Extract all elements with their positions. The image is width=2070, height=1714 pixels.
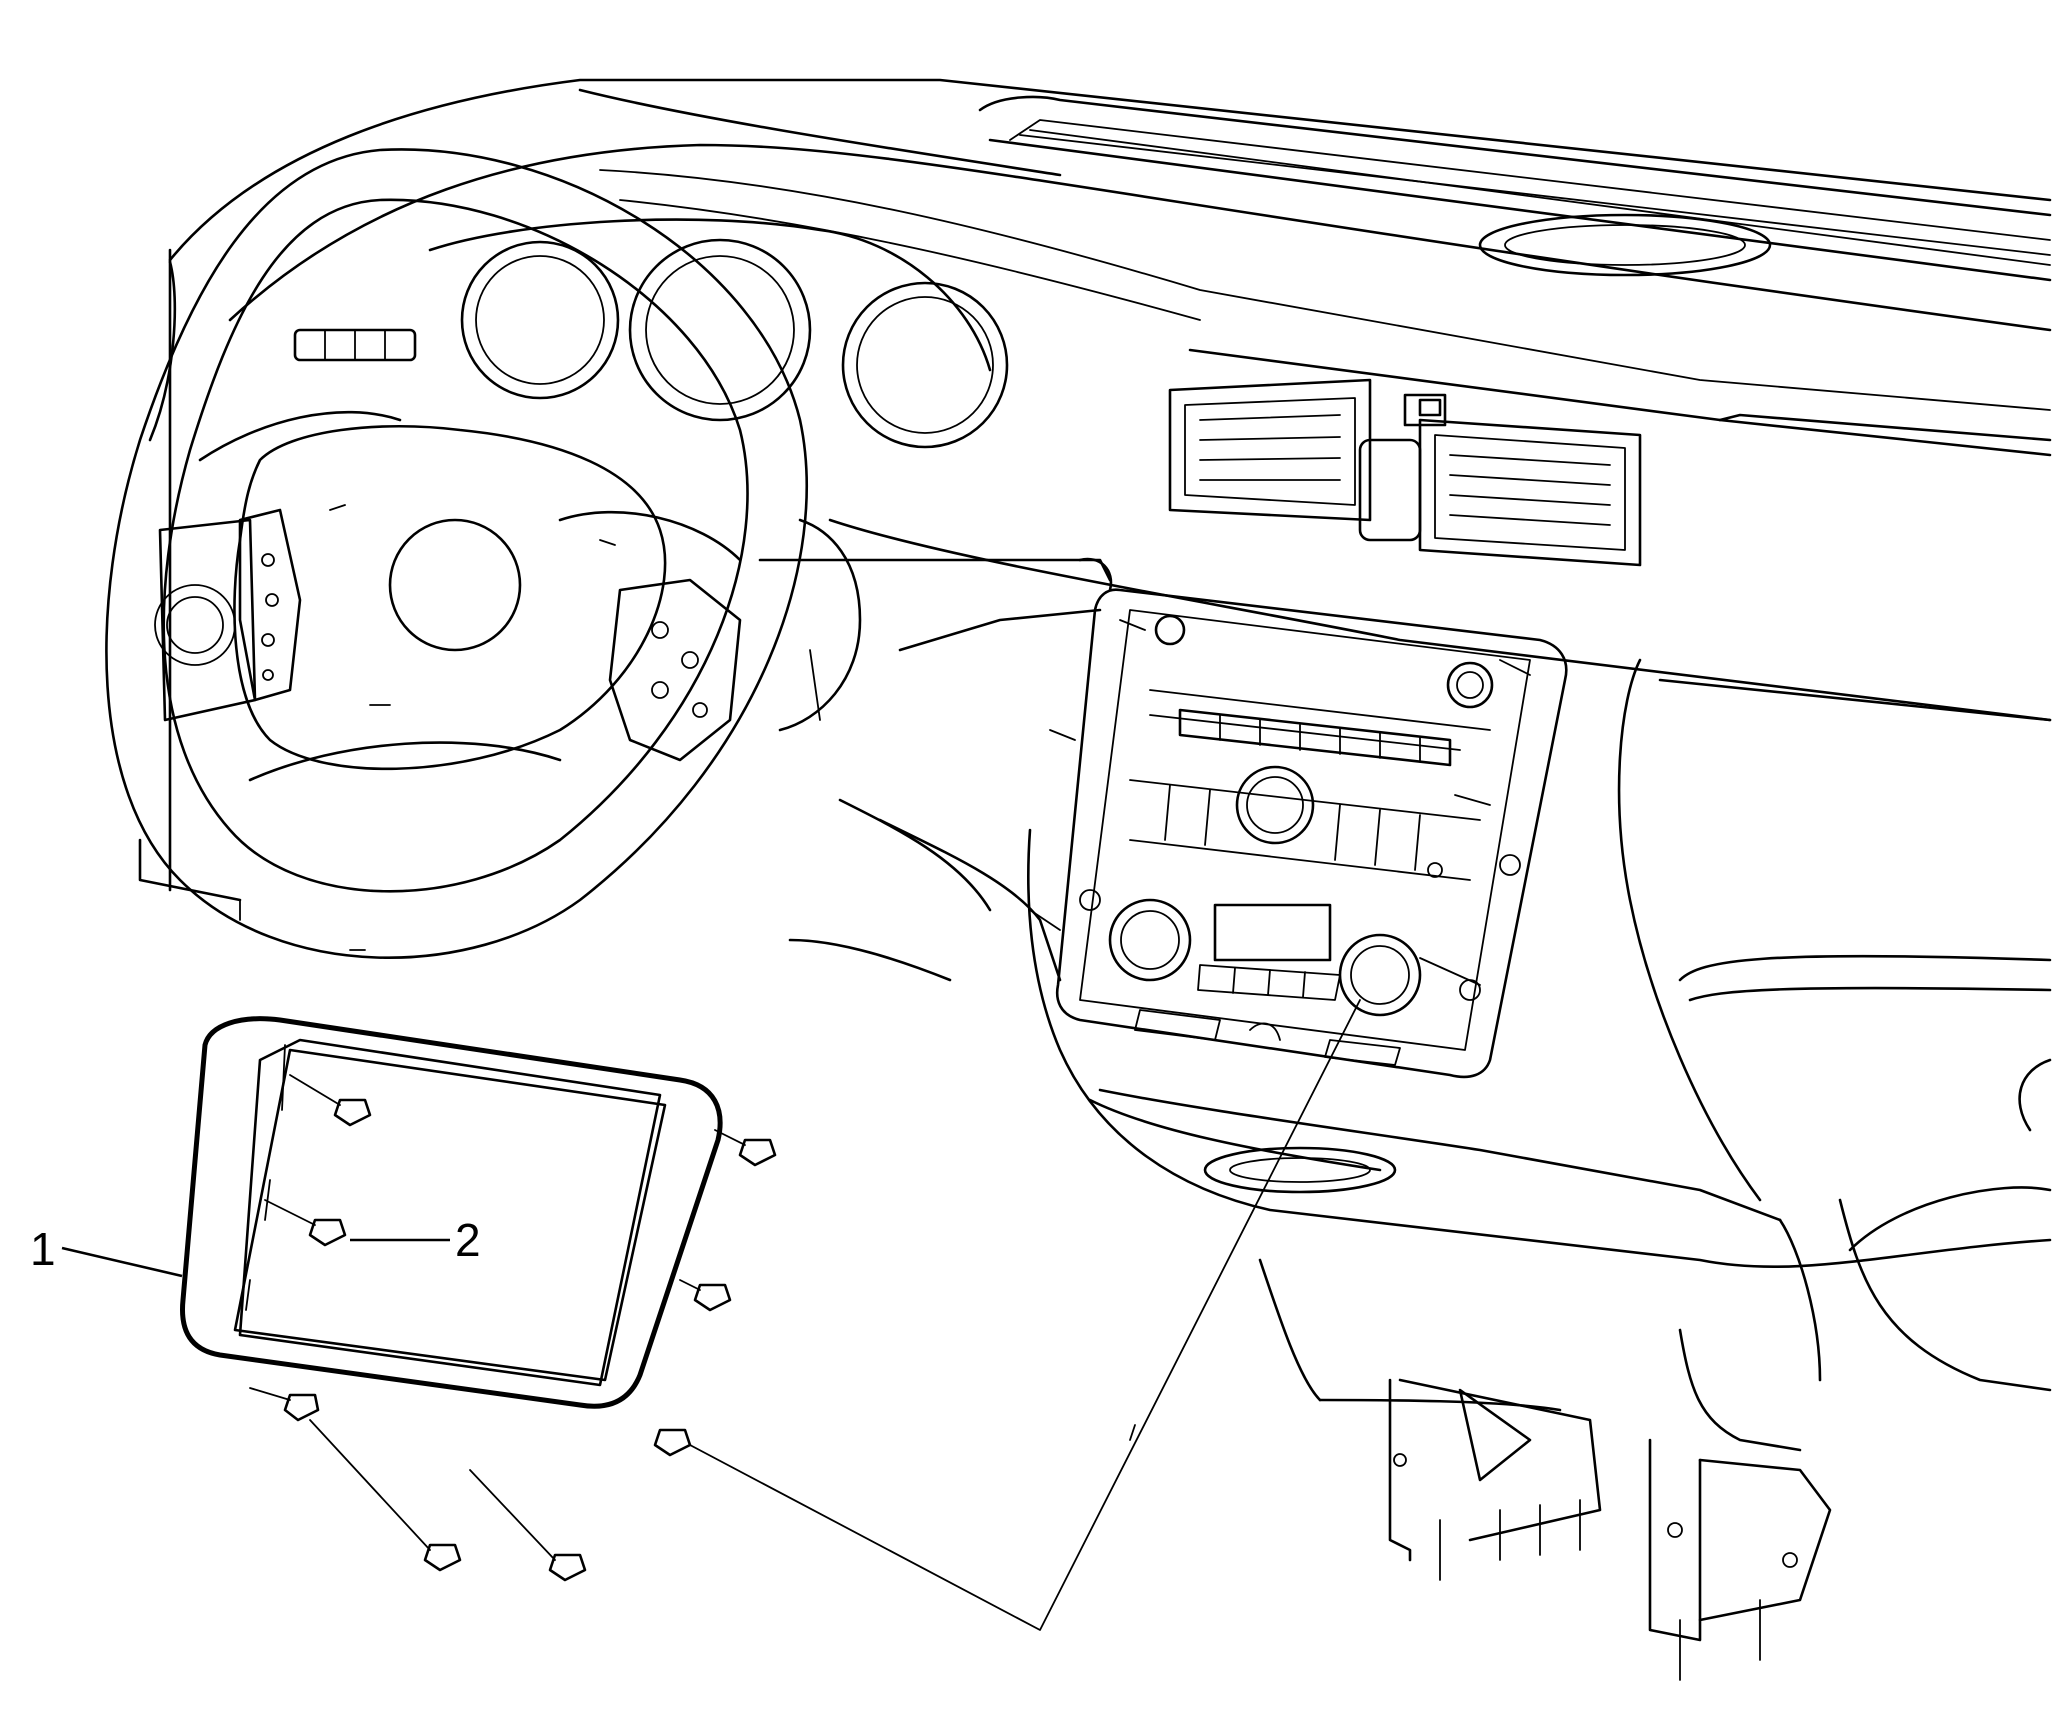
instrument-panel-upper	[148, 78, 2052, 722]
headlamp-switch	[154, 518, 257, 722]
radio-and-climate-controls	[1055, 588, 1568, 1079]
left-steering-controls	[238, 508, 302, 702]
instrument-panel-lower	[1027, 658, 2052, 1452]
clip	[264, 1199, 347, 1247]
clip	[653, 1428, 692, 1457]
steering-wheel	[105, 148, 808, 959]
clip	[289, 1074, 372, 1127]
callout-1-label: 1	[30, 1223, 56, 1275]
callout-2: 2	[350, 1214, 481, 1266]
clip	[679, 1279, 732, 1312]
clip	[469, 1469, 587, 1582]
clip	[249, 1387, 320, 1422]
retaining-clips	[249, 1074, 777, 1582]
glove-box-handle	[1203, 1146, 1397, 1194]
steering-column	[758, 518, 1113, 982]
steering-wheel-hub	[233, 424, 667, 771]
defroster-grille	[978, 95, 2052, 282]
callout-2-label: 2	[455, 1214, 481, 1266]
right-steering-controls	[608, 578, 742, 762]
speaker-grille	[1478, 213, 1772, 277]
hazard-switch-block	[293, 328, 417, 362]
assembly-direction-lines	[689, 619, 1531, 1631]
clip	[714, 1129, 777, 1167]
accessory-trim-plate	[179, 1016, 723, 1409]
callout-1: 1	[30, 1223, 183, 1278]
left-end-panel	[138, 248, 952, 982]
lower-support-brackets	[1388, 1378, 1832, 1681]
clip	[309, 1419, 462, 1572]
center-air-vents	[1168, 378, 1642, 567]
callout-1-leader	[61, 1246, 183, 1278]
instrument-cluster	[428, 218, 1009, 449]
